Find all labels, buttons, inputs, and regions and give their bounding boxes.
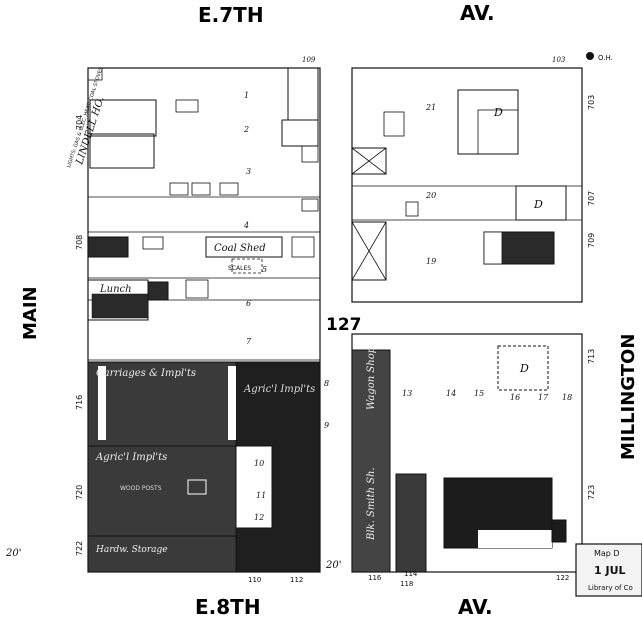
lot-number: 12	[254, 513, 264, 522]
street-label-west: MAIN	[20, 286, 41, 340]
oh-label: O.H.	[598, 54, 613, 62]
hardware-building	[87, 535, 237, 573]
wood-posts-label: WOOD POSTS	[120, 485, 162, 492]
address-720: 720	[75, 485, 84, 500]
lot-number: 17	[538, 393, 549, 402]
light-shed	[235, 445, 273, 529]
address-704: 704	[75, 115, 84, 130]
address: 723	[587, 485, 596, 500]
address: 703	[587, 95, 596, 110]
coal-shed-label: Coal Shed	[214, 243, 266, 254]
agricl-right-label: Agric'l Impl'ts	[243, 384, 315, 395]
east-block-north-outline	[351, 67, 583, 303]
block-number: 127	[326, 315, 362, 335]
address-708: 708	[75, 235, 84, 250]
address: 709	[587, 233, 596, 248]
lot-number: 16	[510, 393, 520, 402]
address-722: 722	[75, 541, 84, 556]
hardware-label: Hardw. Storage	[95, 545, 168, 555]
lot-number: 3	[246, 167, 251, 176]
address: 713	[587, 349, 596, 364]
agricl-label: Agric'l Impl'ts	[95, 452, 167, 463]
street-label-south: E.8TH	[195, 595, 261, 619]
hydrant-dot	[586, 52, 594, 60]
lot-number: 20	[425, 191, 436, 200]
bottom-number: 110	[248, 576, 261, 584]
lot-number: 9	[324, 421, 329, 430]
top-number: 109	[302, 56, 316, 64]
bottom-number: 122	[556, 574, 569, 582]
carriages-building	[87, 361, 237, 447]
bottom-number: 114	[404, 570, 418, 578]
address: 707	[587, 191, 596, 206]
wagon-shop-label: Wagon Shop.	[366, 344, 377, 410]
lunch-label: Lunch	[99, 284, 132, 295]
lot-number: 1	[244, 91, 249, 100]
scales-label: SCALES	[228, 265, 251, 272]
dark-building	[87, 236, 129, 258]
library-stamp: Map D 1 JUL Library of Co	[575, 543, 642, 597]
street-label-north-av: AV.	[460, 1, 495, 25]
dwelling-label: D	[533, 198, 543, 211]
address-716: 716	[75, 395, 84, 410]
lot-number: 5	[262, 265, 267, 274]
lot-number: 11	[256, 491, 266, 500]
bottom-number: 112	[290, 576, 303, 584]
street-label-east: MILLINGTON	[618, 334, 639, 460]
stamp-line-1: Map D	[594, 549, 620, 558]
coal-shed	[205, 236, 283, 258]
lot-number: 7	[246, 337, 252, 346]
dwelling-label: D	[519, 362, 529, 375]
lot-number: 8	[324, 379, 329, 388]
smith-shop-label: Blk. Smith Sh.	[366, 467, 377, 541]
lot-number: 18	[562, 393, 572, 402]
agricultural-building	[87, 445, 237, 537]
lot-number: 2	[243, 125, 249, 134]
east-block: D D D Wagon Shop. Blk. Smith Sh. 21 20 1…	[351, 52, 613, 588]
stamp-line-3: Library of Co	[588, 584, 633, 592]
lot-number: 15	[474, 389, 484, 398]
lot-number: 6	[246, 299, 251, 308]
lot-number: 13	[402, 389, 412, 398]
lot-number: 21	[425, 103, 436, 112]
street-label-north: E.7TH	[198, 3, 264, 27]
hotel-building	[89, 99, 157, 137]
lot-number: 19	[426, 257, 436, 266]
lot-number: 4	[243, 221, 249, 230]
west-block: Coal Shed SCALES Lunch Carriages & Impl'…	[66, 56, 329, 584]
stamp-line-2: 1 JUL	[594, 564, 626, 577]
dwelling-label: D	[493, 106, 503, 119]
top-number: 103	[552, 56, 566, 64]
street-label-south-av: AV.	[458, 595, 493, 619]
wagon-shop	[351, 349, 391, 573]
width-label-left: 20'	[5, 548, 21, 559]
bottom-number: 116	[368, 574, 382, 582]
carriages-label: Carriages & Impl'ts	[96, 368, 196, 379]
width-label-right: 20'	[325, 560, 341, 571]
lot-number: 14	[446, 389, 456, 398]
bottom-number: 118	[400, 580, 413, 588]
lot-number: 10	[254, 459, 264, 468]
